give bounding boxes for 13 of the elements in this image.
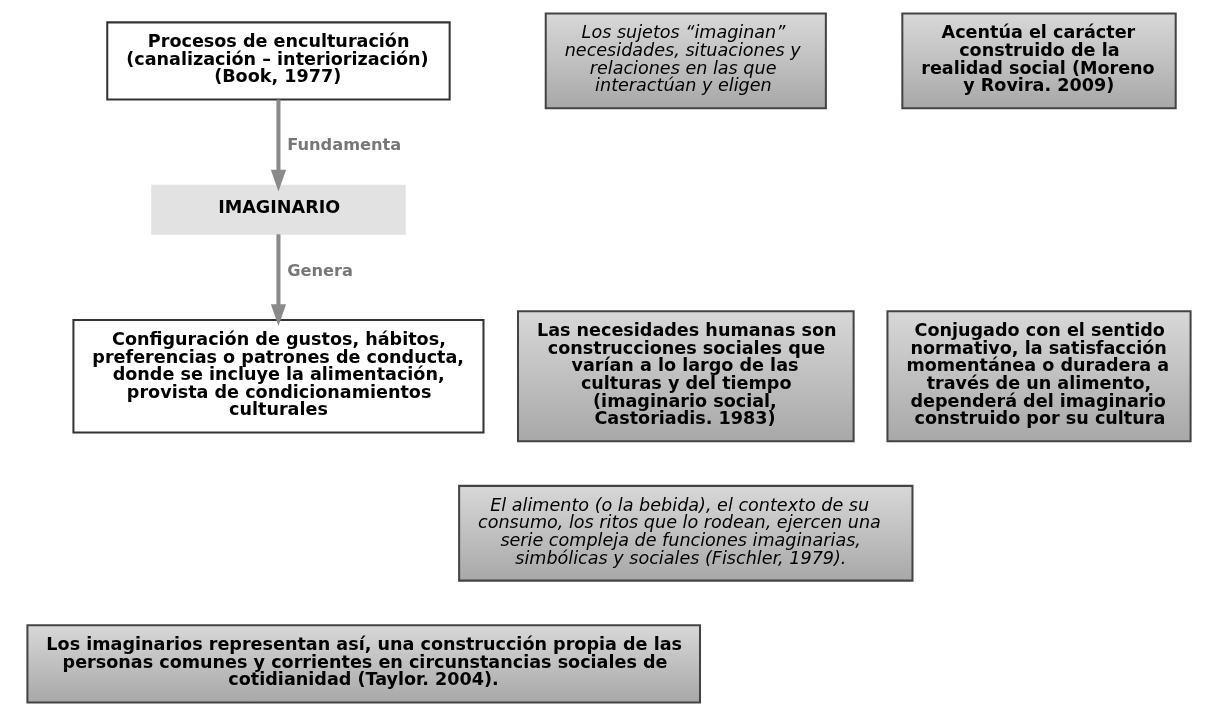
- node-box: El alimento (o la bebida), el contexto de su consumo, los ritos que lo rodean, ejercen una serie compleja de funciones imaginarias, simbólicas y sociales (Fischler, 1979).: [457, 484, 913, 582]
- edge-label: Genera: [286, 261, 353, 281]
- node-box: Conjugado con el sentido normativo, la satisfacción momentánea o duradera a través de un alimento, dependerá del imaginario construido por su cultura: [885, 310, 1192, 443]
- node-box: Procesos de enculturación (canalización – interiorización) (Book, 1977): [105, 21, 451, 101]
- node-box: Acentúa el carácter construido de la realidad social (Moreno y Rovira. 2009): [900, 12, 1177, 110]
- node-box: Los imaginarios representan así, una construcción propia de las personas comunes y corrientes en circunstancias sociales de cotidianidad (Taylor. 2004).: [25, 624, 701, 704]
- node-box: Las necesidades humanas son construcciones sociales que varían a lo largo de las culturas y del tiempo (imaginario social, Castoriadis. 1983): [516, 310, 855, 443]
- node-box: Los sujetos “imaginan” necesidades, situaciones y relaciones en las que interactúan y eligen: [544, 12, 827, 110]
- arrow: [270, 99, 286, 192]
- edge-label: Fundamenta: [286, 135, 401, 155]
- node-box: IMAGINARIO: [150, 184, 406, 235]
- node-box: Configuración de gustos, hábitos, preferencias o patrones de conducta, donde se incluye la alimentación, provista de condicionamientos culturales: [71, 319, 484, 434]
- arrow: [270, 234, 286, 326]
